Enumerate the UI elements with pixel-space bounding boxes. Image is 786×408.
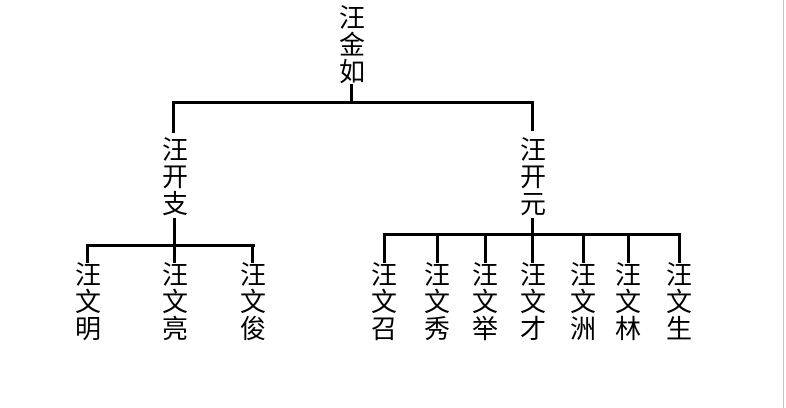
connector-line — [173, 218, 176, 263]
connector-line — [582, 233, 585, 263]
connector-line — [86, 244, 89, 263]
connector-line — [436, 233, 439, 263]
connector-line — [531, 101, 534, 131]
tree-node-leaf: 汪文举 — [471, 261, 498, 345]
connector-line — [251, 244, 254, 263]
tree-node-leaf: 汪文生 — [665, 261, 692, 345]
tree-node-leaf: 汪文洲 — [569, 261, 596, 345]
tree-node-leaf: 汪文林 — [614, 261, 641, 345]
tree-node-root: 汪金如 — [338, 4, 365, 88]
page-edge-divider — [783, 0, 784, 408]
connector-line — [531, 233, 534, 263]
tree-node-leaf: 汪文召 — [370, 261, 397, 345]
tree-node-leaf: 汪文明 — [74, 261, 101, 345]
connector-line — [172, 101, 534, 104]
connector-line — [627, 233, 630, 263]
connector-line — [86, 244, 255, 247]
tree-node-leaf: 汪文亮 — [161, 261, 188, 345]
tree-node-leaf: 汪文才 — [519, 261, 546, 345]
tree-node-branch-left: 汪开支 — [161, 136, 188, 220]
connector-line — [383, 233, 386, 263]
tree-node-branch-right: 汪开元 — [519, 136, 546, 220]
connector-line — [531, 218, 534, 236]
tree-node-leaf: 汪文俊 — [239, 261, 266, 345]
connector-line — [350, 84, 353, 104]
connector-line — [678, 233, 681, 263]
connector-line — [484, 233, 487, 263]
connector-line — [172, 101, 175, 133]
tree-node-leaf: 汪文秀 — [423, 261, 450, 345]
